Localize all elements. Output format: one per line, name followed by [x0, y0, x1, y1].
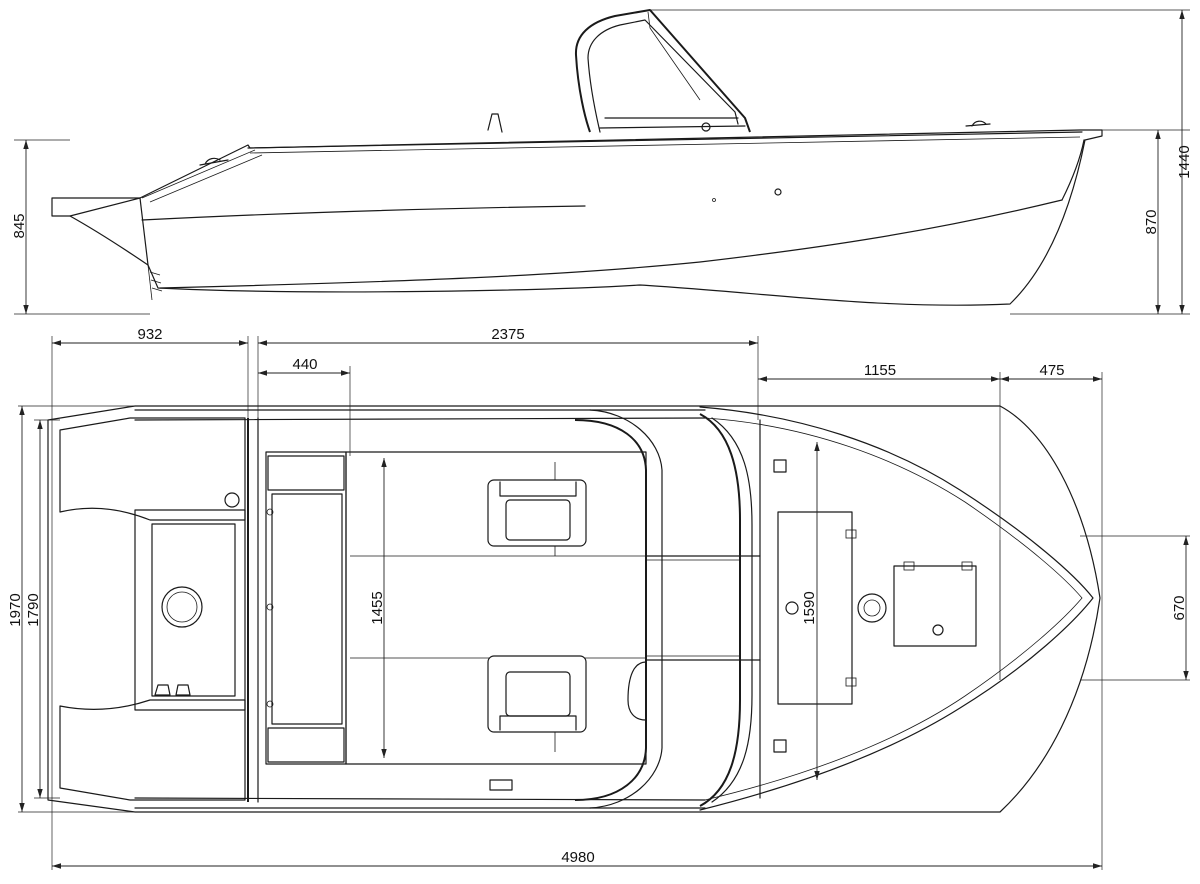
side-view-dimensions: [14, 9, 1190, 315]
seat-port: [487, 655, 587, 733]
dim-overall-length: 4980: [561, 849, 594, 866]
hull-side-profile: [51, 129, 1103, 306]
dim-rear-bench-length: 440: [292, 356, 317, 373]
dim-side-height-overall: 1440: [1176, 145, 1193, 178]
dim-stern-section-length: 932: [137, 326, 162, 343]
dim-side-height-bow: 870: [1143, 209, 1160, 234]
hull-top-outline: [47, 405, 1101, 813]
top-view-dimensions: [18, 336, 1190, 870]
console-windshield-top: [574, 419, 647, 801]
dim-top-width-inner: 1790: [25, 593, 42, 626]
dim-side-height-stern: 845: [11, 213, 28, 238]
seat-starboard: [487, 479, 587, 547]
dim-bow-deck-width: 1590: [801, 591, 818, 624]
top-view: [47, 405, 1101, 813]
dim-cockpit-length: 2375: [491, 326, 524, 343]
windshield-frame: [574, 9, 751, 133]
dim-bow-tip-length: 475: [1039, 362, 1064, 379]
side-view: [51, 9, 1103, 306]
dim-bow-deck-length: 1155: [864, 362, 896, 379]
dim-top-width-overall: 1970: [7, 593, 24, 626]
dim-bench-span-width: 1455: [369, 591, 386, 624]
dim-bow-tip-width: 670: [1171, 595, 1188, 620]
